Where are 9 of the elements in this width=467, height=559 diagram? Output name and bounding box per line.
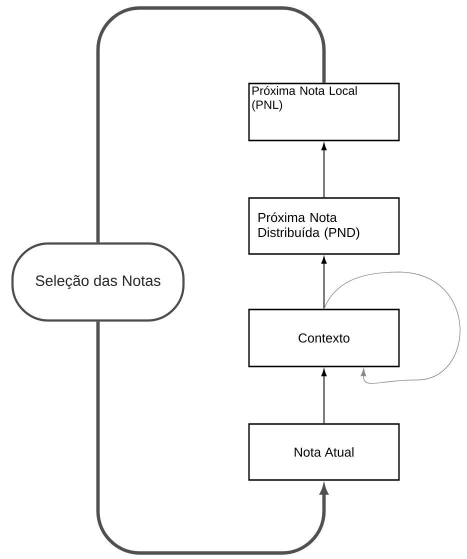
arrow (324, 272, 460, 384)
process-box: Próxima Nota Local (PNL) (248, 82, 400, 142)
process-box: Nota Atual (248, 423, 400, 481)
process-box: Próxima Nota Distribuída (PND) (248, 197, 400, 255)
arrow (96, 322, 328, 555)
arrow (321, 143, 327, 198)
process-box: Contexto (248, 308, 400, 368)
arrow (321, 256, 327, 310)
arrow (321, 369, 327, 424)
